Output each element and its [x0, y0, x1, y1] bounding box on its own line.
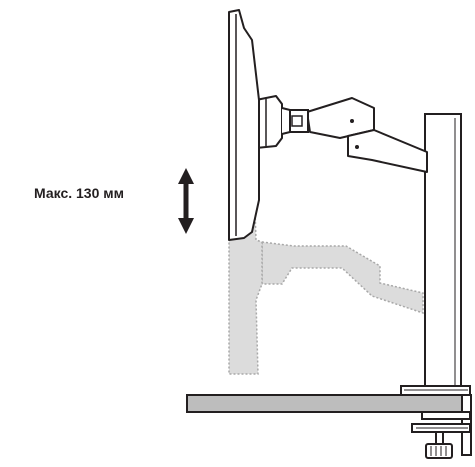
monitor-arm	[285, 97, 428, 173]
monitor	[228, 9, 291, 241]
desk-clamp	[400, 385, 472, 459]
ghost-arm	[261, 241, 424, 315]
stand-pole	[424, 113, 462, 391]
double-headed-vertical-arrow-icon	[178, 168, 194, 234]
height-adjustment-label: Макс. 130 мм	[34, 185, 124, 201]
desk	[186, 394, 472, 413]
